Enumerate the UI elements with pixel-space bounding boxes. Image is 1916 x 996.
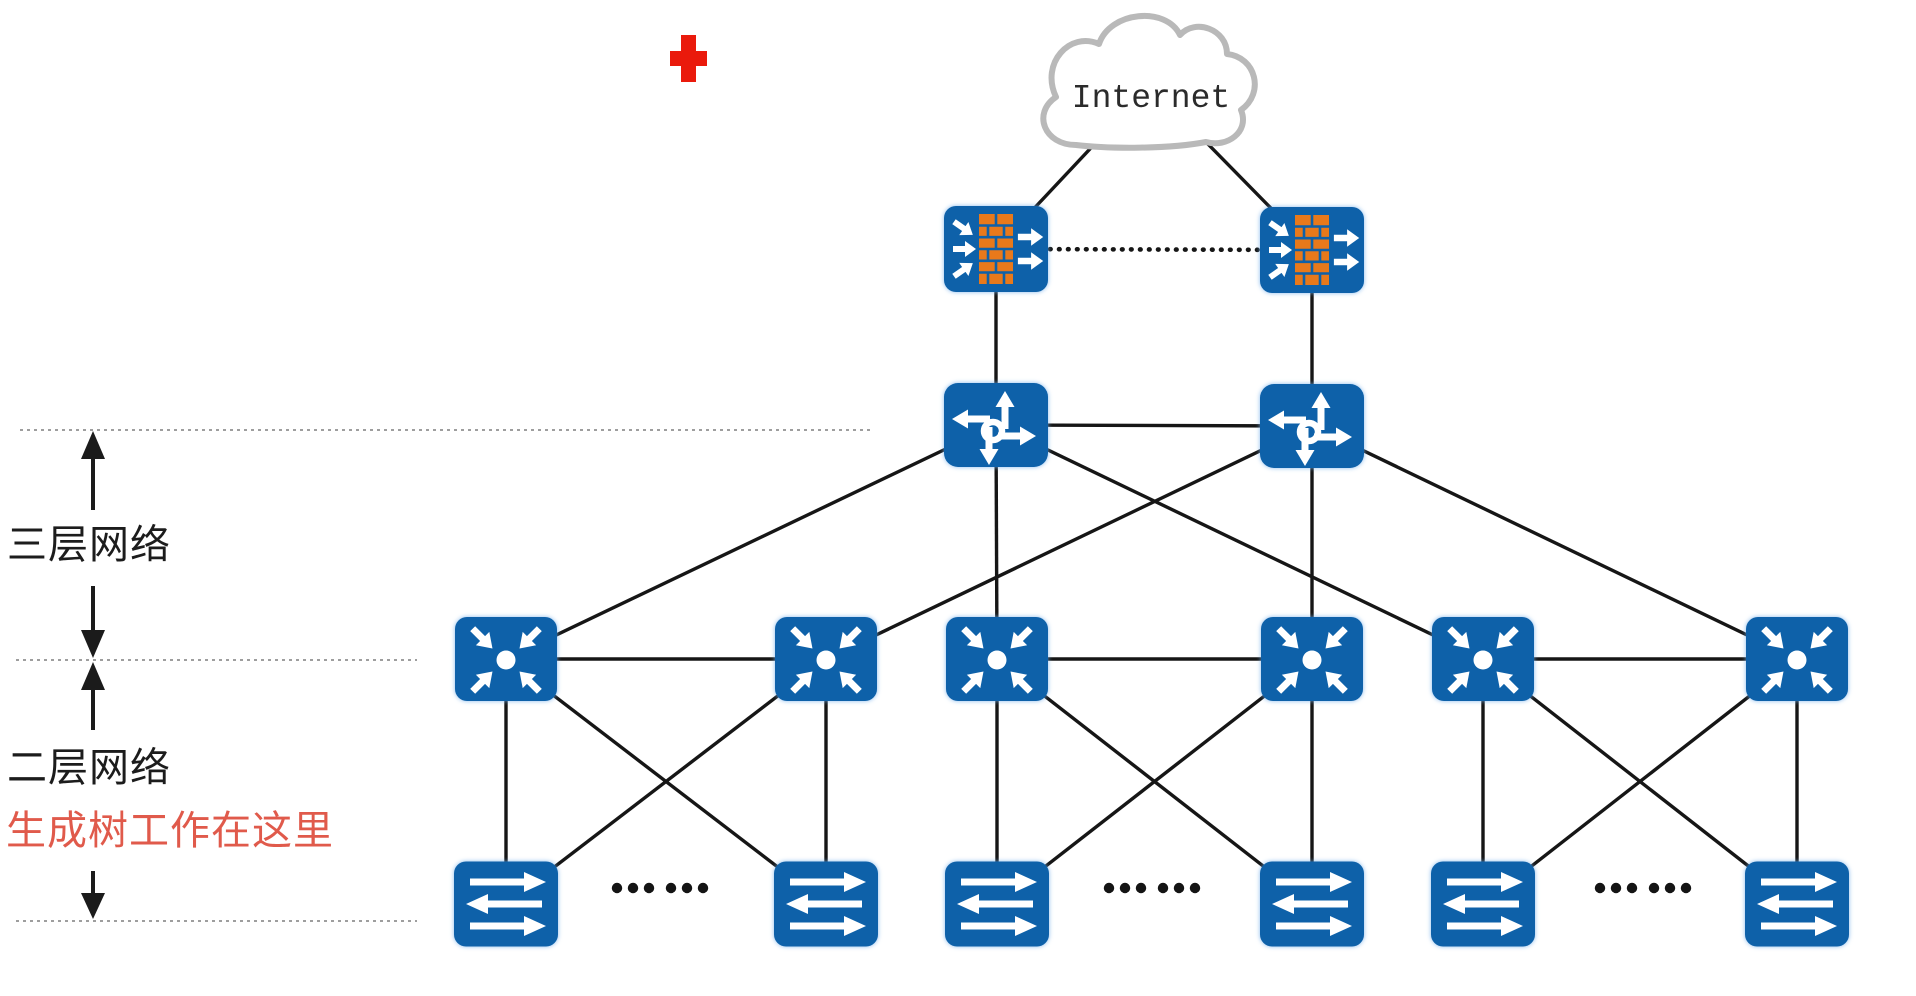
agg-switch-4 bbox=[1261, 617, 1363, 701]
ellipsis-dot-2 bbox=[1189, 882, 1201, 894]
ellipsis-dot-2 bbox=[1119, 882, 1131, 894]
access-switch-1 bbox=[454, 861, 558, 947]
link-core-router-2--agg-switch-6 bbox=[1311, 424, 1798, 661]
ellipsis-dot-2 bbox=[1173, 882, 1185, 894]
layer-dividers bbox=[16, 429, 870, 922]
access-switch-5 bbox=[1431, 861, 1535, 947]
agg-switch-1 bbox=[455, 617, 557, 701]
access-switch-2 bbox=[774, 861, 878, 947]
ellipsis-dot-1 bbox=[643, 882, 655, 894]
link-firewall-1--firewall-2 bbox=[993, 246, 1315, 253]
layer3-network-label: 三层网络 bbox=[7, 522, 171, 568]
ellipsis-dot-3 bbox=[1664, 882, 1676, 894]
link-core-router-1--agg-switch-1 bbox=[505, 423, 997, 661]
ellipsis-dot-2 bbox=[1103, 882, 1115, 894]
link-agg-switch-4--access-switch-3 bbox=[995, 657, 1314, 906]
agg-switch-6 bbox=[1746, 617, 1848, 701]
layer2-arrow-up-head bbox=[81, 662, 105, 690]
internet-cloud-label: Internet bbox=[1071, 80, 1231, 117]
spanning-tree-note-label: 生成树工作在这里 bbox=[6, 808, 334, 854]
ellipsis-dot-3 bbox=[1680, 882, 1692, 894]
layer3-arrow-up-head bbox=[81, 431, 105, 459]
ellipsis-dot-3 bbox=[1626, 882, 1638, 894]
link-core-router-1--core-router-2 bbox=[995, 423, 1313, 428]
link-agg-switch-6--access-switch-5 bbox=[1481, 657, 1799, 906]
ellipsis-dot-1 bbox=[681, 882, 693, 894]
access-switch-3 bbox=[945, 861, 1049, 947]
ellipsis-dot-1 bbox=[611, 882, 623, 894]
ellipsis-dot-3 bbox=[1648, 882, 1660, 894]
ellipsis-dot-2 bbox=[1157, 882, 1169, 894]
access-switch-4 bbox=[1260, 861, 1364, 947]
layer3-arrow-down-head bbox=[81, 630, 105, 658]
agg-switch-5 bbox=[1432, 617, 1534, 701]
link-core-router-2--agg-switch-2 bbox=[825, 424, 1313, 661]
links-layer bbox=[504, 83, 1799, 906]
ellipsis-dot-1 bbox=[665, 882, 677, 894]
ellipsis-dot-3 bbox=[1594, 882, 1606, 894]
ellipsis-dot-2 bbox=[1135, 882, 1147, 894]
ellipsis-dot-3 bbox=[1610, 882, 1622, 894]
agg-switch-3 bbox=[946, 617, 1048, 701]
link-core-router-1--agg-switch-5 bbox=[995, 423, 1484, 661]
nodes-layer bbox=[454, 16, 1849, 947]
access-switch-6 bbox=[1745, 861, 1849, 947]
ellipsis-dot-1 bbox=[627, 882, 639, 894]
layer2-network-label: 二层网络 bbox=[7, 745, 171, 791]
link-agg-switch-2--access-switch-1 bbox=[504, 657, 828, 906]
layer2-arrow-down-head bbox=[81, 893, 105, 919]
firewall-1 bbox=[942, 204, 1050, 294]
firewall-2 bbox=[1258, 205, 1366, 295]
core-router-1 bbox=[944, 383, 1048, 467]
ellipsis-layer bbox=[611, 882, 1692, 894]
core-router-2 bbox=[1260, 384, 1364, 468]
agg-switch-2 bbox=[775, 617, 877, 701]
ellipsis-dot-1 bbox=[697, 882, 709, 894]
red-cross-marker bbox=[670, 35, 707, 82]
